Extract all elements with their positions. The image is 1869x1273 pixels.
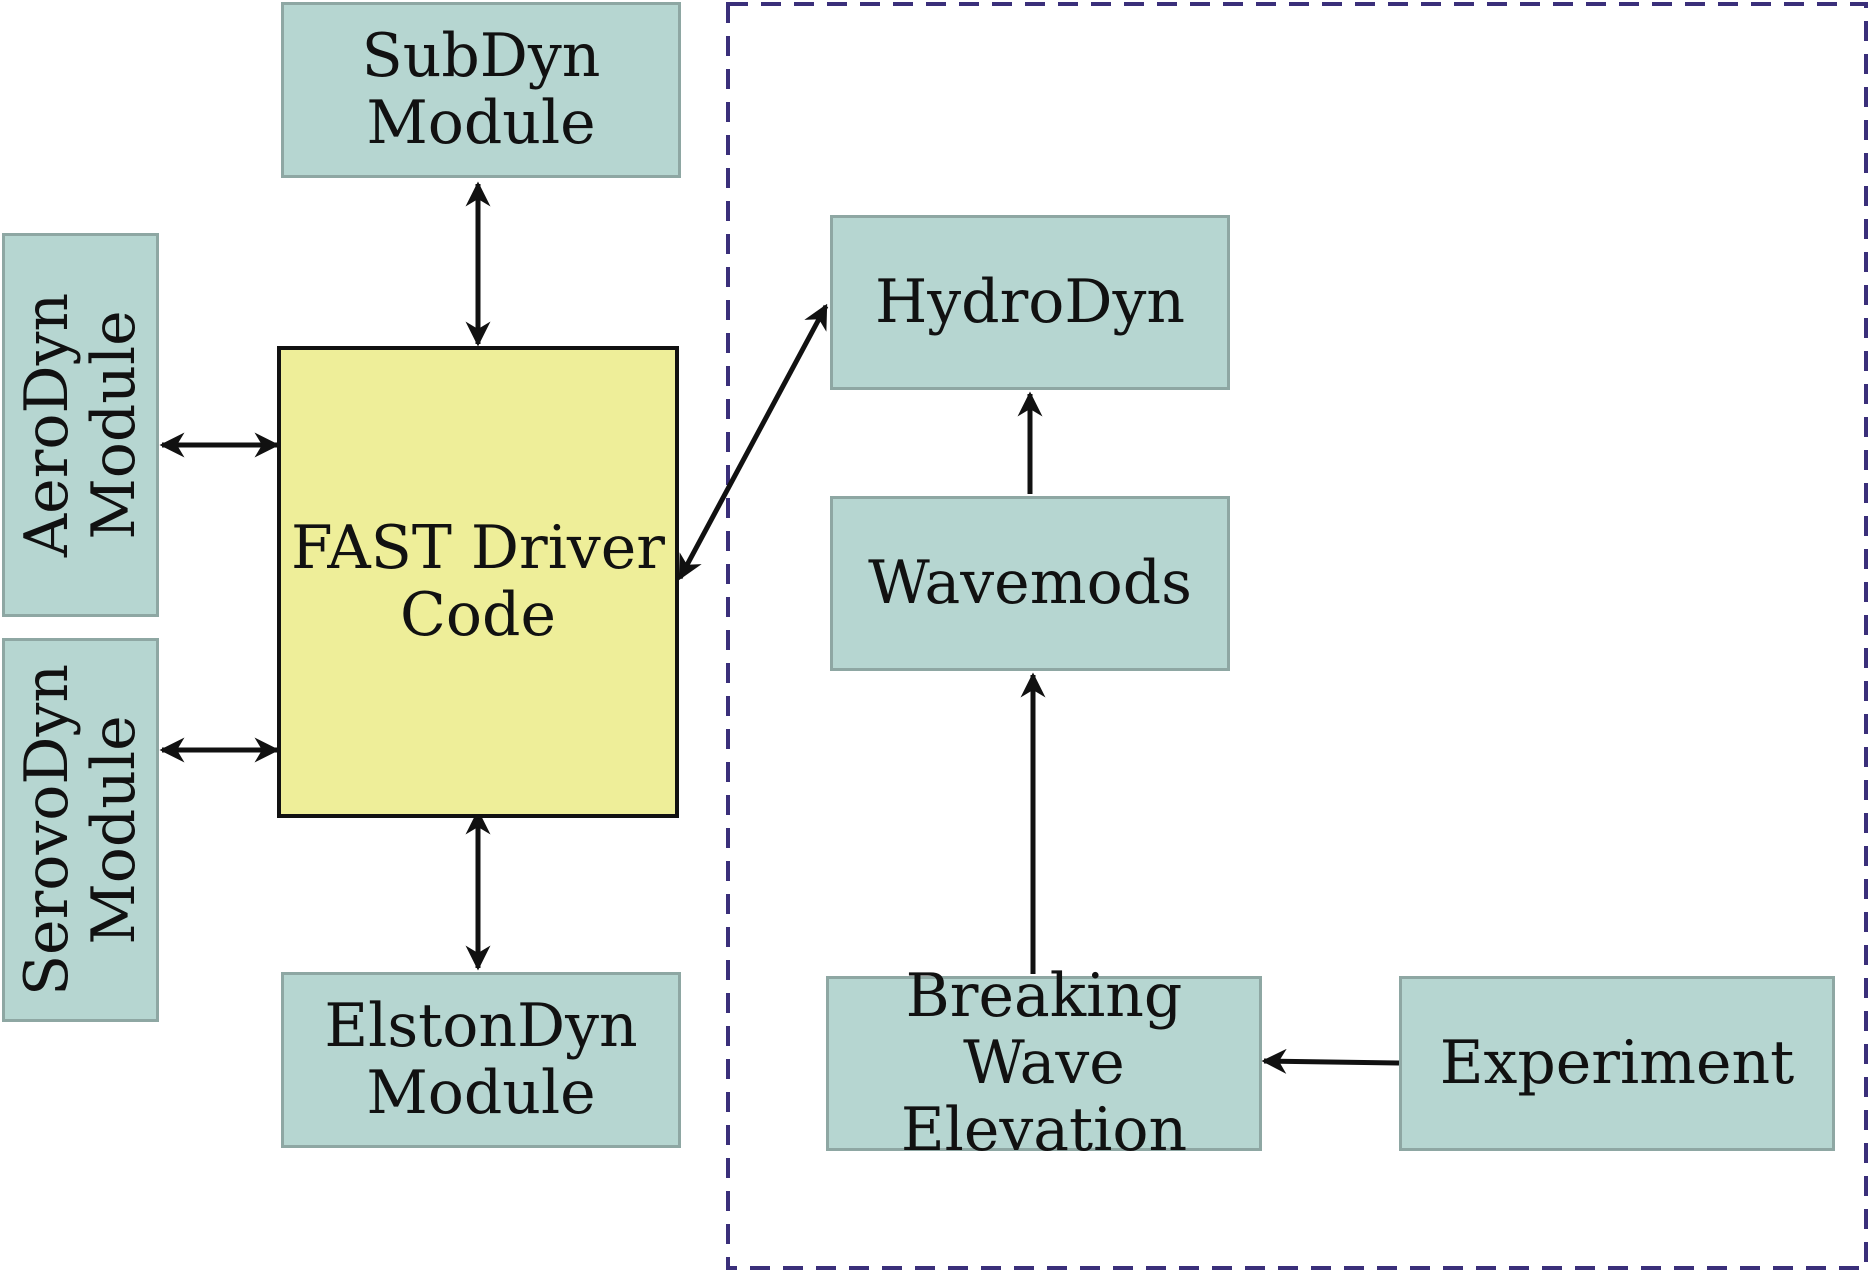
node-label: SerovoDyn [11,663,82,997]
experiment-node: Experiment [1399,976,1835,1151]
fast-driver-node: FAST Driver Code [277,346,679,818]
hydro-group-boundary [726,2,1868,1270]
node-label: Elevation [900,1095,1188,1166]
node-label: Wavemods [868,547,1192,618]
node-label: Module [78,715,149,945]
elstondyn-module-node: ElstonDyn Module [281,972,681,1148]
node-label: SubDyn [361,20,601,91]
edge-fast-hydrodyn [677,303,829,581]
node-label: Module [366,1058,596,1128]
edge-experiment-breaking [1261,1048,1400,1074]
node-label: HydroDyn [874,266,1186,337]
node-label: Code [400,580,556,650]
aerodyn-module-node: AeroDyn Module [2,233,159,617]
wavemods-node: Wavemods [830,496,1230,671]
serovodyn-module-node: SerovoDyn Module [2,638,159,1022]
node-label: FAST Driver [290,512,665,583]
breaking-wave-elevation-node: Breaking Wave Elevation [826,962,1262,1164]
node-label: Module [78,310,149,540]
node-label: Breaking Wave [905,960,1183,1098]
node-label: AeroDyn [11,292,82,558]
node-label: Experiment [1439,1027,1795,1098]
subdyn-module-node: SubDyn Module [281,2,681,178]
node-label: Module [366,88,596,158]
hydrodyn-node: HydroDyn [830,215,1230,390]
node-label: ElstonDyn [324,990,638,1061]
